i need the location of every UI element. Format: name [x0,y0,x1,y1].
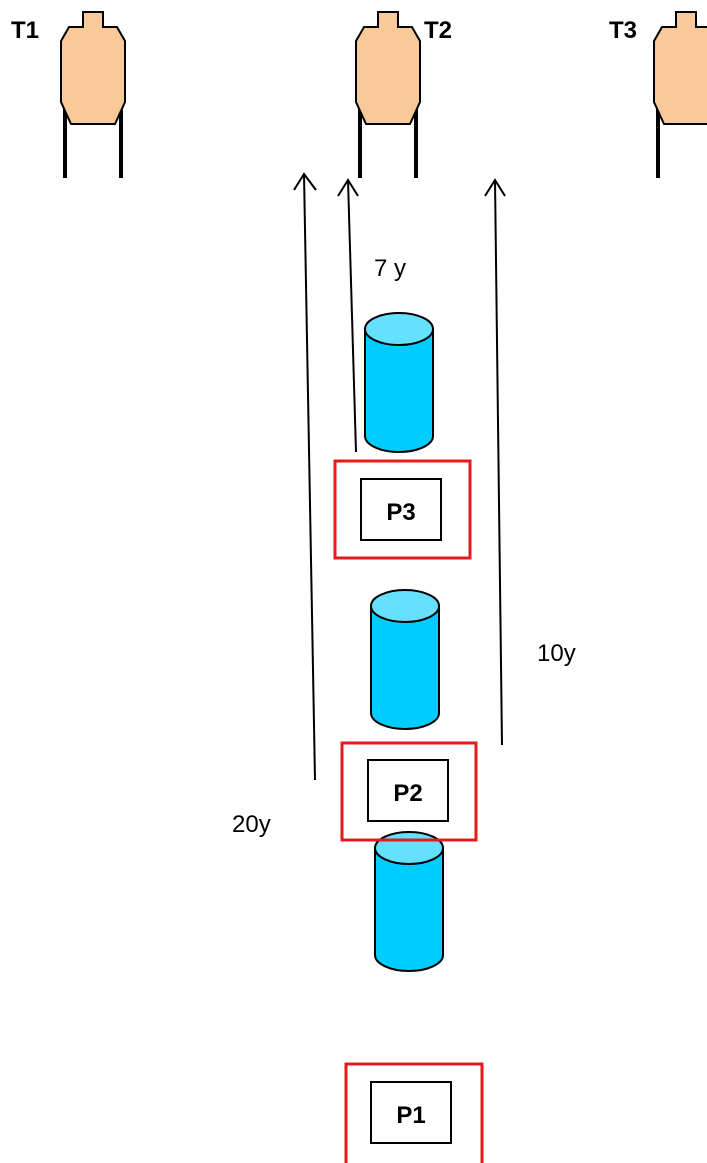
position-p2-label: P2 [393,780,422,807]
barrel-p1 [374,831,444,972]
shooting-position-p1: P1 [344,1062,484,1163]
target-t1 [59,10,127,180]
target-t1-label: T1 [11,17,39,44]
arrow-7y [337,178,359,453]
target-t2 [354,10,422,180]
arrow-20y [293,172,317,781]
shooting-position-p3: P3 [333,459,472,560]
distance-label-7y: 7 y [374,255,406,282]
distance-label-20y: 20y [232,811,271,838]
shooting-position-p2: P2 [340,741,478,842]
target-t3-label: T3 [609,17,637,44]
barrel-p3 [364,312,434,453]
target-t3 [652,10,707,180]
barrel-p2 [370,589,440,730]
position-p3-label: P3 [386,499,415,526]
distance-label-10y: 10y [537,640,576,667]
position-p1-label: P1 [396,1102,425,1129]
target-t2-label: T2 [424,17,452,44]
arrow-10y [484,178,506,746]
